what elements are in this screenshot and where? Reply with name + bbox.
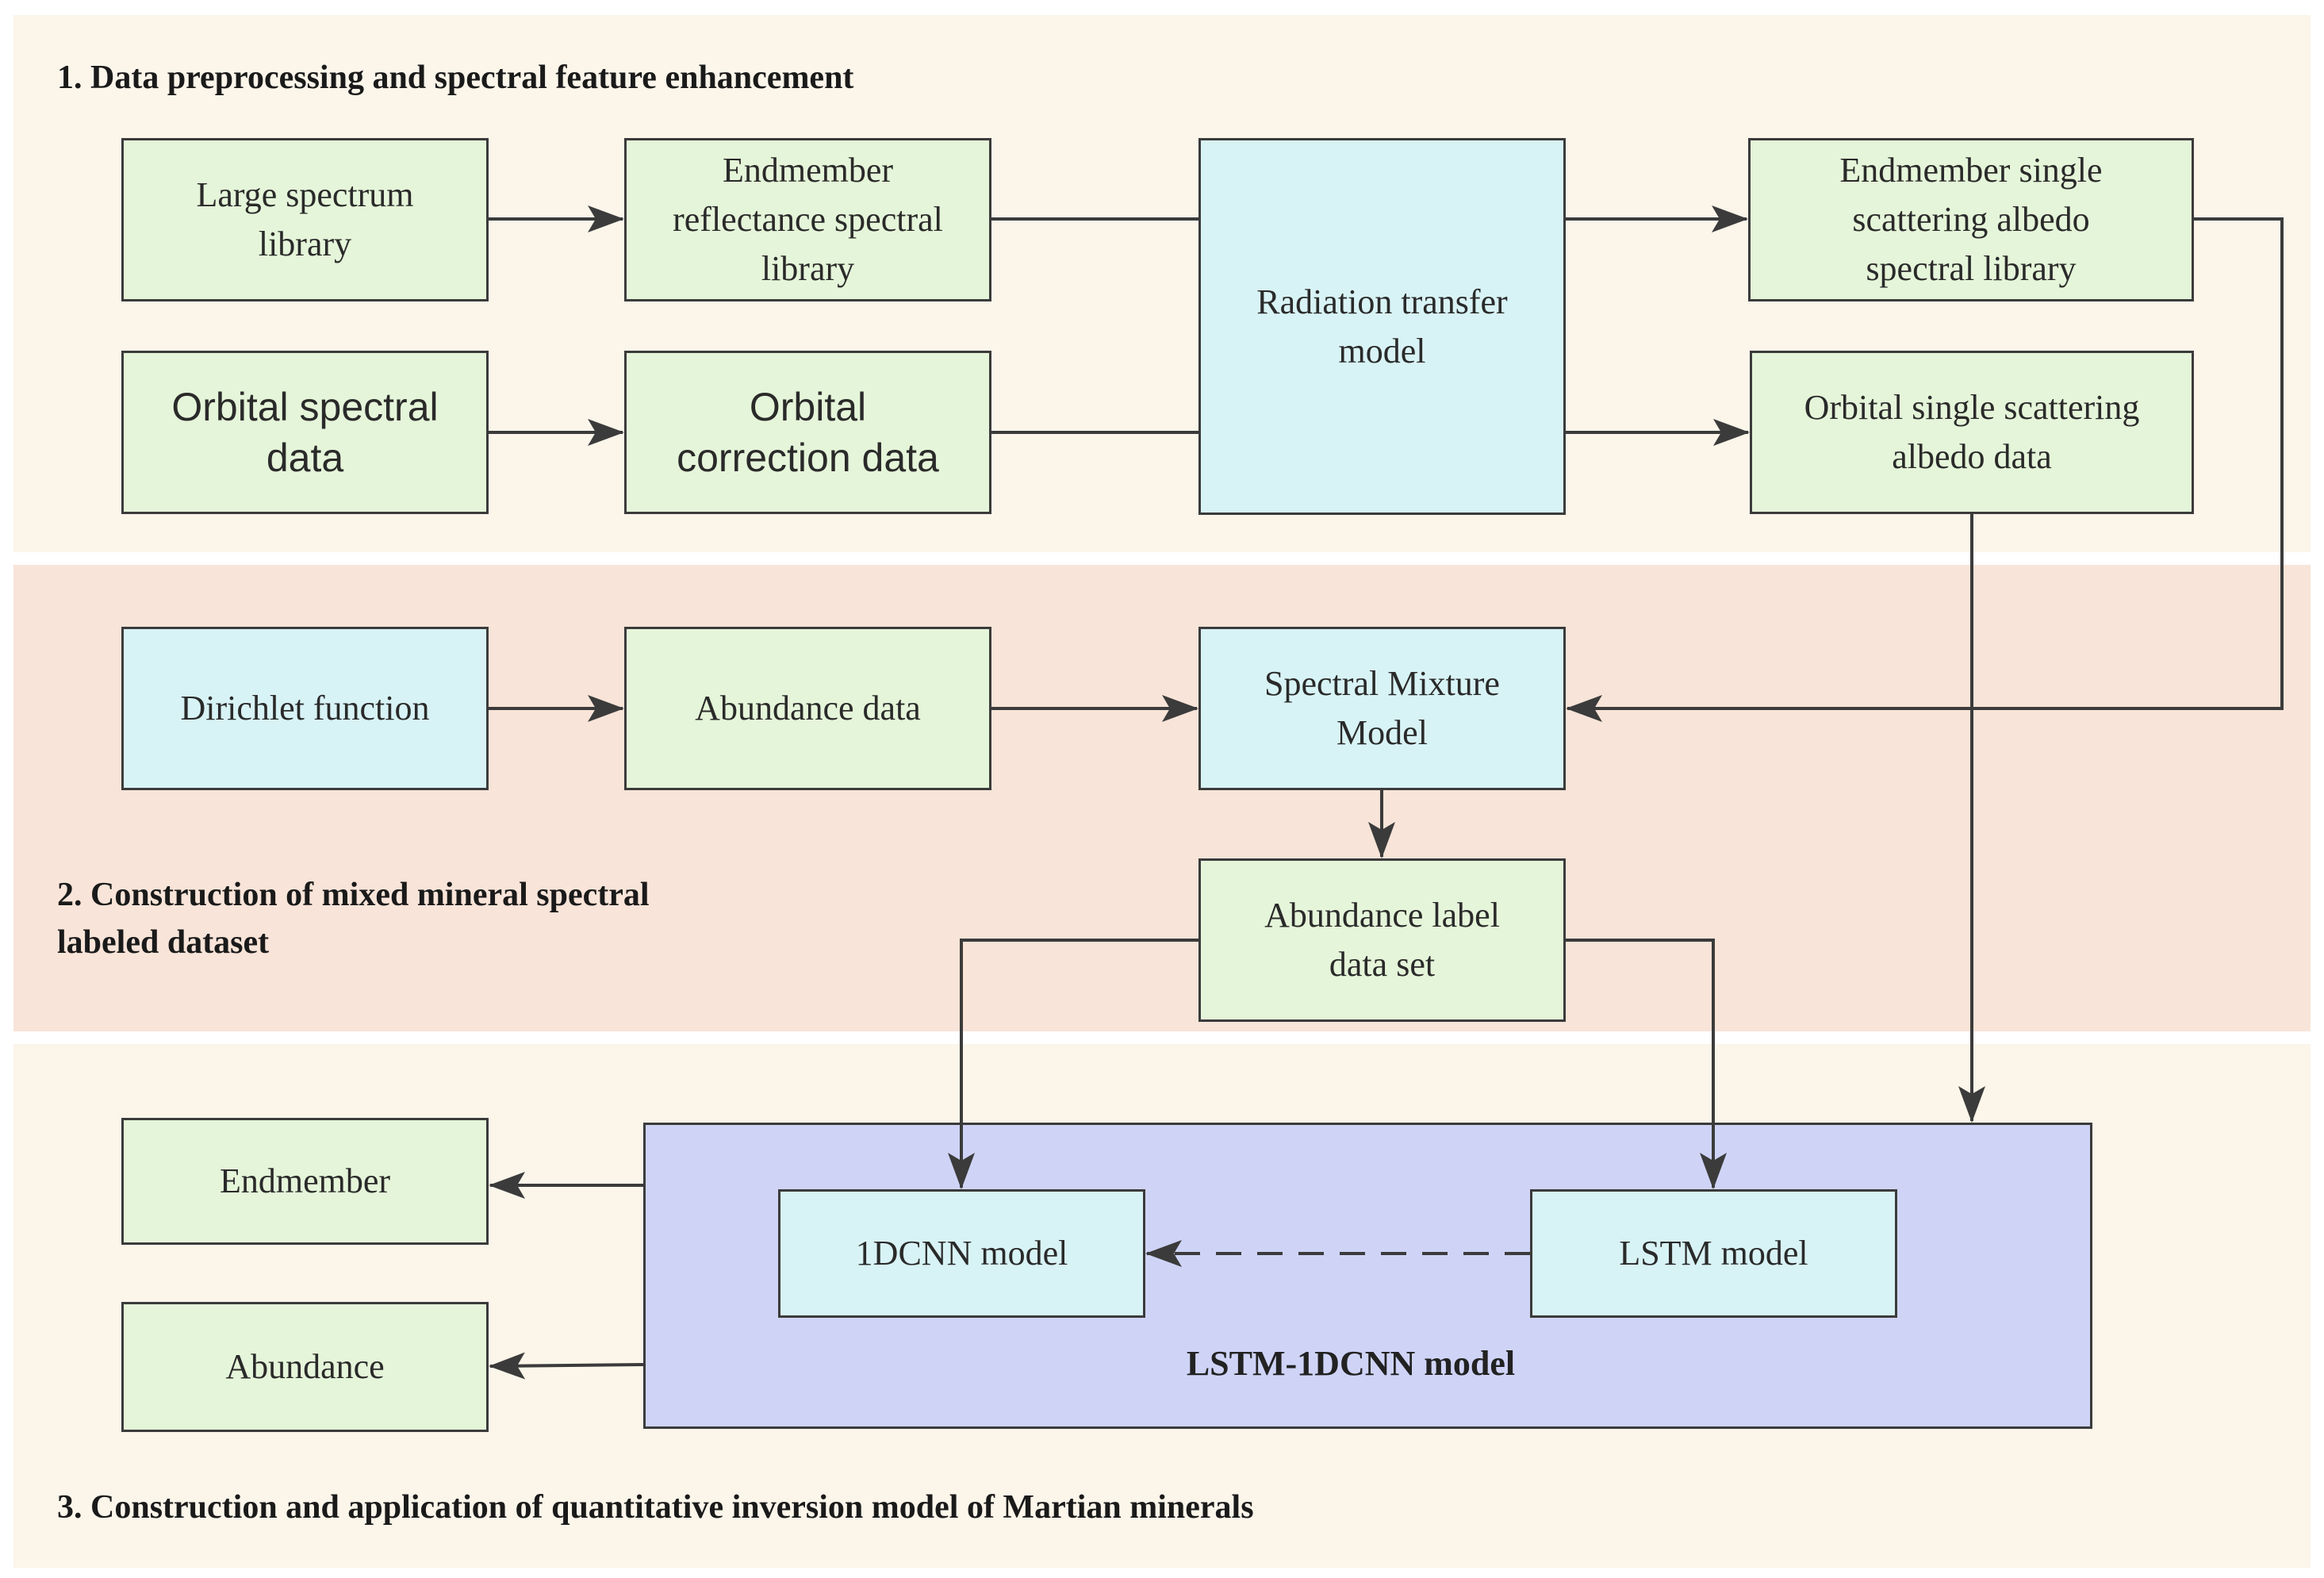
node-orbital-spectral-data: Orbital spectral data	[121, 351, 489, 514]
node-dirichlet-function: Dirichlet function	[121, 627, 489, 790]
node-orbital-correction-data: Orbital correction data	[624, 351, 991, 514]
section-title-preprocessing: 1. Data preprocessing and spectral featu…	[57, 60, 854, 96]
node-1dcnn-model: 1DCNN model	[778, 1189, 1145, 1318]
section-title-dataset: 2. Construction of mixed mineral spectra…	[57, 877, 650, 961]
edge-endmember-ssa-to-spectral-mixture	[1566, 217, 2284, 722]
node-endmember-reflectance-library: Endmember reflectance spectral library	[624, 138, 991, 301]
node-orbital-ssa-data: Orbital single scattering albedo data	[1750, 351, 2194, 514]
node-endmember-output: Endmember	[121, 1118, 489, 1245]
node-abundance-output: Abundance	[121, 1302, 489, 1432]
node-spectral-mixture-model: Spectral Mixture Model	[1198, 627, 1566, 790]
node-abundance-data: Abundance data	[624, 627, 991, 790]
node-radiation-transfer-model: Radiation transfer model	[1198, 138, 1566, 515]
node-lstm-model: LSTM model	[1530, 1189, 1897, 1318]
node-large-spectrum-library: Large spectrum library	[121, 138, 489, 301]
edge-container-to-abundance-output	[489, 1352, 644, 1380]
node-endmember-ssa-library: Endmember single scattering albedo spect…	[1748, 138, 2194, 301]
lstm-1dcnn-container-label: LSTM-1DCNN model	[1186, 1344, 1516, 1383]
edge-abundance-label-to-lstm	[1566, 939, 1727, 1189]
section-title-inversion: 3. Construction and application of quant…	[57, 1489, 1254, 1526]
edge-abundance-label-to-1dcnn	[948, 939, 1198, 1189]
node-abundance-label-dataset: Abundance label data set	[1198, 858, 1566, 1022]
